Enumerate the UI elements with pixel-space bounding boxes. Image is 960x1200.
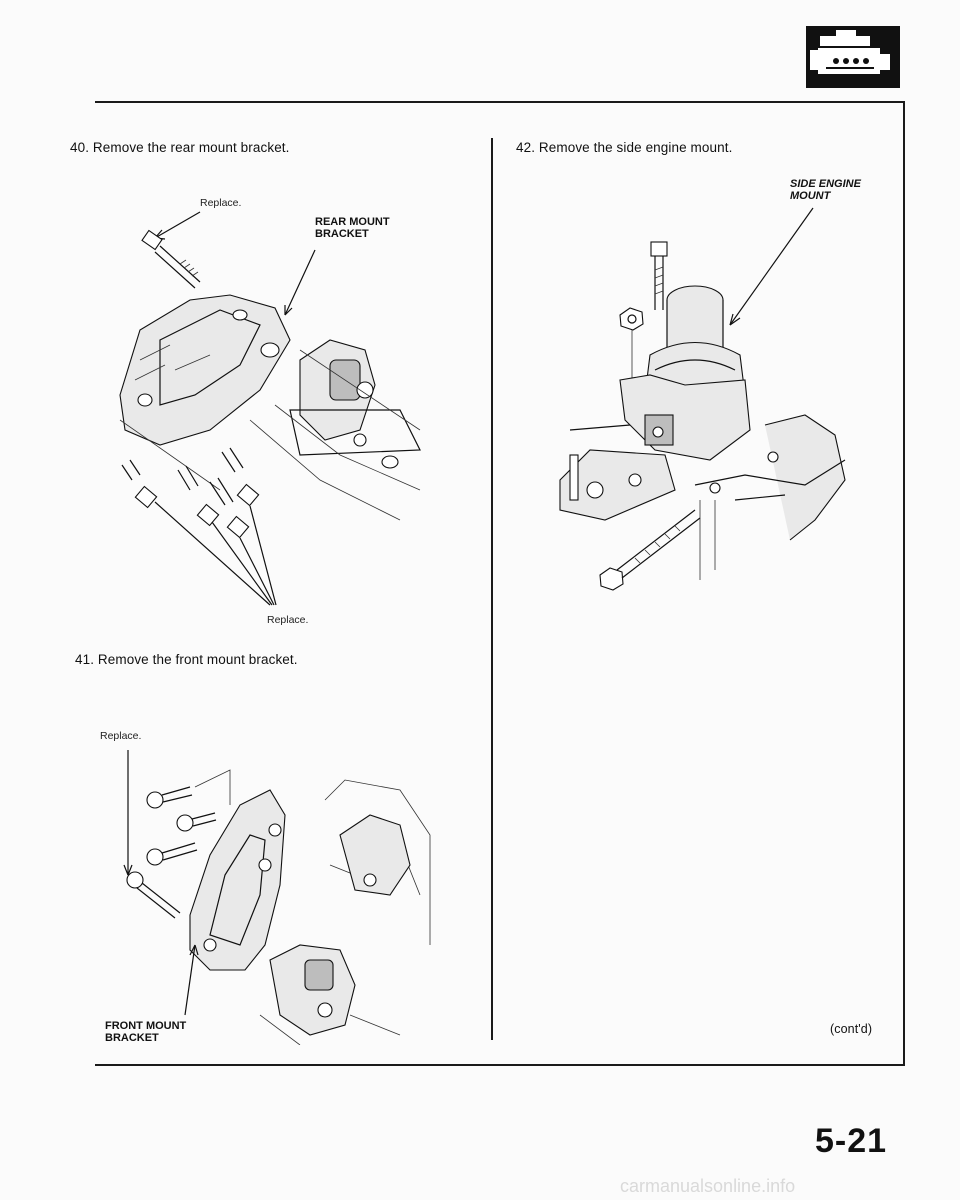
- rear-mount-bracket-label-line1: REAR MOUNT: [315, 216, 390, 228]
- step-40-text: 40. Remove the rear mount bracket.: [70, 140, 290, 155]
- side-engine-mount-label-line1: SIDE ENGINE: [790, 178, 861, 190]
- rear-mount-bracket-label-line2: BRACKET: [315, 228, 369, 240]
- rear-replace-top-label: Replace.: [200, 197, 242, 209]
- front-mount-bracket-label-line2: BRACKET: [105, 1032, 159, 1044]
- engine-section-icon: [806, 26, 900, 88]
- side-engine-mount-label: SIDE ENGINE MOUNT: [790, 178, 861, 202]
- rear-replace-bottom-label: Replace.: [267, 614, 309, 626]
- rear-mount-bracket-figure: [100, 190, 440, 630]
- contd-text: (cont'd): [830, 1022, 873, 1036]
- top-rule: [95, 101, 904, 103]
- side-engine-mount-figure: [545, 200, 865, 620]
- front-mount-bracket-label-line1: FRONT MOUNT: [105, 1020, 187, 1032]
- step-42-text: 42. Remove the side engine mount.: [516, 140, 733, 155]
- side-engine-mount-label-line2: MOUNT: [790, 190, 831, 202]
- step-41-text: 41. Remove the front mount bracket.: [75, 652, 298, 667]
- watermark: carmanualsonline.info: [620, 1176, 796, 1196]
- rear-mount-bracket-label: REAR MOUNT BRACKET: [315, 216, 390, 240]
- front-mount-bracket-figure: [100, 745, 450, 1046]
- page-number: 5-21: [815, 1122, 888, 1160]
- right-rule: [903, 101, 905, 1065]
- bottom-rule: [95, 1064, 905, 1066]
- front-replace-label: Replace.: [100, 730, 142, 742]
- front-mount-bracket-label: FRONT MOUNT BRACKET: [105, 1020, 186, 1044]
- column-divider: [491, 138, 493, 1040]
